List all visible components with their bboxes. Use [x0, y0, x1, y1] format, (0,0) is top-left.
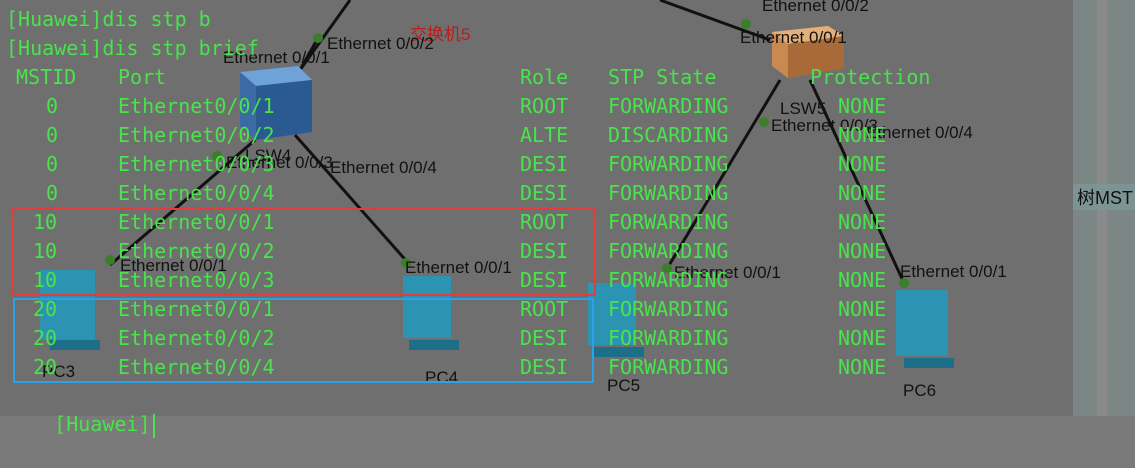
topology-label: Ethernet 0/0/2	[327, 34, 434, 53]
text-cursor	[152, 413, 155, 438]
side-tab-label[interactable]: 树MST	[1073, 184, 1135, 210]
pc3-icon[interactable]	[30, 260, 120, 370]
topology-label: Ethernet 0/0/3	[226, 153, 333, 172]
switch5-label: 交换机5	[410, 25, 471, 44]
switch-lsw4-icon[interactable]	[228, 62, 318, 142]
instance-10-highlight	[11, 208, 596, 296]
pc6-icon[interactable]	[882, 282, 972, 382]
topology-label: Ethernet 0/0/2	[762, 0, 869, 15]
topology-label: Ethernet 0/0/1	[900, 262, 1007, 281]
right-panel: 树MST	[1073, 0, 1135, 416]
topology-label: LSW4	[245, 146, 292, 165]
topology-label: Ethernet 0/0/1	[120, 256, 227, 275]
topology-label: Ethernet 0/0/3	[771, 116, 878, 135]
topology-label: Ethernet 0/0/1	[740, 28, 847, 47]
topology-label: PC5	[607, 376, 641, 395]
topology-label: Ethernet 0/0/1	[674, 263, 781, 282]
topology-label: Ethernet 0/0/4	[866, 123, 973, 142]
topology-label: Ethernet 0/0/1	[223, 48, 330, 67]
pc4-icon[interactable]	[395, 268, 475, 368]
pc5-icon[interactable]	[580, 275, 660, 375]
topology-label: LSW5	[780, 99, 827, 118]
topology-label: PC6	[903, 381, 937, 400]
topology-links	[105, 0, 909, 288]
topology-label: Ethernet 0/0/4	[330, 158, 437, 177]
topology-label: Ethernet 0/0/1	[405, 258, 512, 277]
instance-20-highlight	[13, 298, 594, 383]
switch-lsw5-icon[interactable]	[768, 22, 848, 82]
topology-label: PC3	[42, 362, 76, 381]
